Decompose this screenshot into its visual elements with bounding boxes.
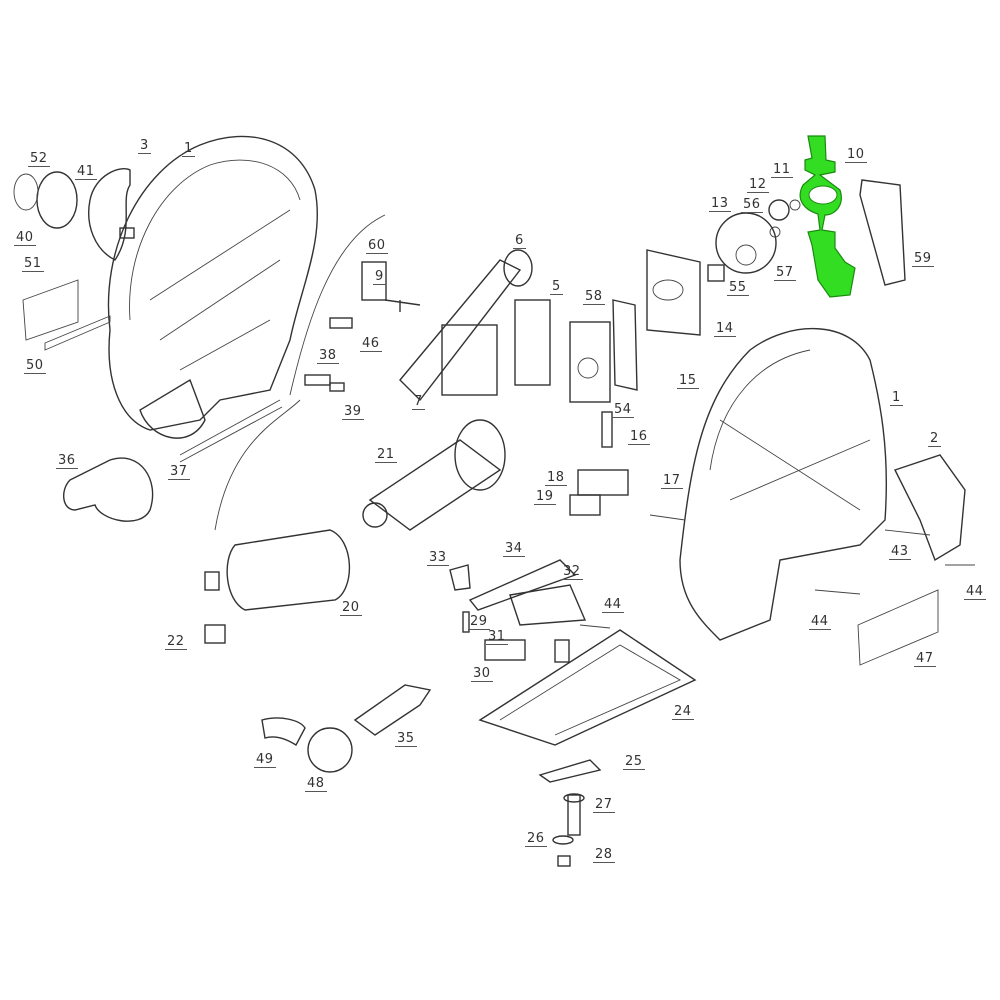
part-number-label: 43 — [889, 544, 911, 560]
part-40-shape — [36, 171, 78, 229]
part-number-label: 18 — [545, 470, 567, 486]
part-number-label: 22 — [165, 634, 187, 650]
part-number-label: 11 — [771, 162, 793, 178]
part-number-label: 5 — [550, 279, 563, 295]
part-number-label: 48 — [305, 776, 327, 792]
part-number-label: 35 — [395, 731, 417, 747]
part-number-label: 12 — [747, 177, 769, 193]
housing-right — [679, 327, 887, 641]
part-number-label: 26 — [525, 831, 547, 847]
part-number-label: 9 — [373, 269, 386, 285]
part-number-label: 7 — [412, 394, 425, 410]
part-number-label: 31 — [486, 629, 508, 645]
part-number-label: 25 — [623, 754, 645, 770]
part-number-label: 41 — [75, 164, 97, 180]
part-number-label: 27 — [593, 797, 615, 813]
part-20-stator — [214, 399, 351, 611]
housing-left — [107, 135, 319, 439]
part-number-label: 47 — [914, 651, 936, 667]
part-number-label: 1 — [890, 390, 903, 406]
part-number-label: 51 — [22, 256, 44, 272]
part-number-label: 44 — [964, 584, 986, 600]
part-number-label: 29 — [468, 614, 490, 630]
part-21-armature — [362, 419, 506, 531]
part-number-label: 21 — [375, 447, 397, 463]
part-number-label: 19 — [534, 489, 556, 505]
part-10-highlighted — [799, 135, 856, 298]
part-number-label: 58 — [583, 289, 605, 305]
part-number-label: 60 — [366, 238, 388, 254]
part-number-label: 32 — [561, 564, 583, 580]
part-number-label: 14 — [714, 321, 736, 337]
part-number-label: 2 — [928, 431, 941, 447]
part-number-label: 46 — [360, 336, 382, 352]
part-number-label: 59 — [912, 251, 934, 267]
part-number-label: 17 — [661, 473, 683, 489]
part-number-label: 28 — [593, 847, 615, 863]
part-number-label: 20 — [340, 600, 362, 616]
part-number-label: 38 — [317, 348, 339, 364]
part-number-label: 34 — [503, 541, 525, 557]
part-number-label: 52 — [28, 151, 50, 167]
part-number-label: 56 — [741, 197, 763, 213]
part-number-label: 33 — [427, 550, 449, 566]
part-number-label: 24 — [672, 704, 694, 720]
part-number-label: 13 — [709, 196, 731, 212]
part-number-label: 3 — [138, 138, 151, 154]
part-number-label: 50 — [24, 358, 46, 374]
part-number-label: 37 — [168, 464, 190, 480]
part-number-label: 39 — [342, 404, 364, 420]
part-number-label: 44 — [809, 614, 831, 630]
part-number-label: 1 — [182, 141, 195, 157]
part-number-label: 30 — [471, 666, 493, 682]
part-number-label: 54 — [612, 402, 634, 418]
part-24-shoe — [478, 629, 697, 746]
part-number-label: 44 — [602, 597, 624, 613]
part-number-label: 40 — [14, 230, 36, 246]
part-number-label: 6 — [513, 233, 526, 249]
part-number-label: 36 — [56, 453, 78, 469]
part-36-shape — [63, 457, 154, 522]
part-number-label: 57 — [774, 265, 796, 281]
part-number-label: 15 — [677, 373, 699, 389]
part-number-label: 55 — [727, 280, 749, 296]
part-number-label: 49 — [254, 752, 276, 768]
part-number-label: 10 — [845, 147, 867, 163]
part-number-label: 16 — [628, 429, 650, 445]
